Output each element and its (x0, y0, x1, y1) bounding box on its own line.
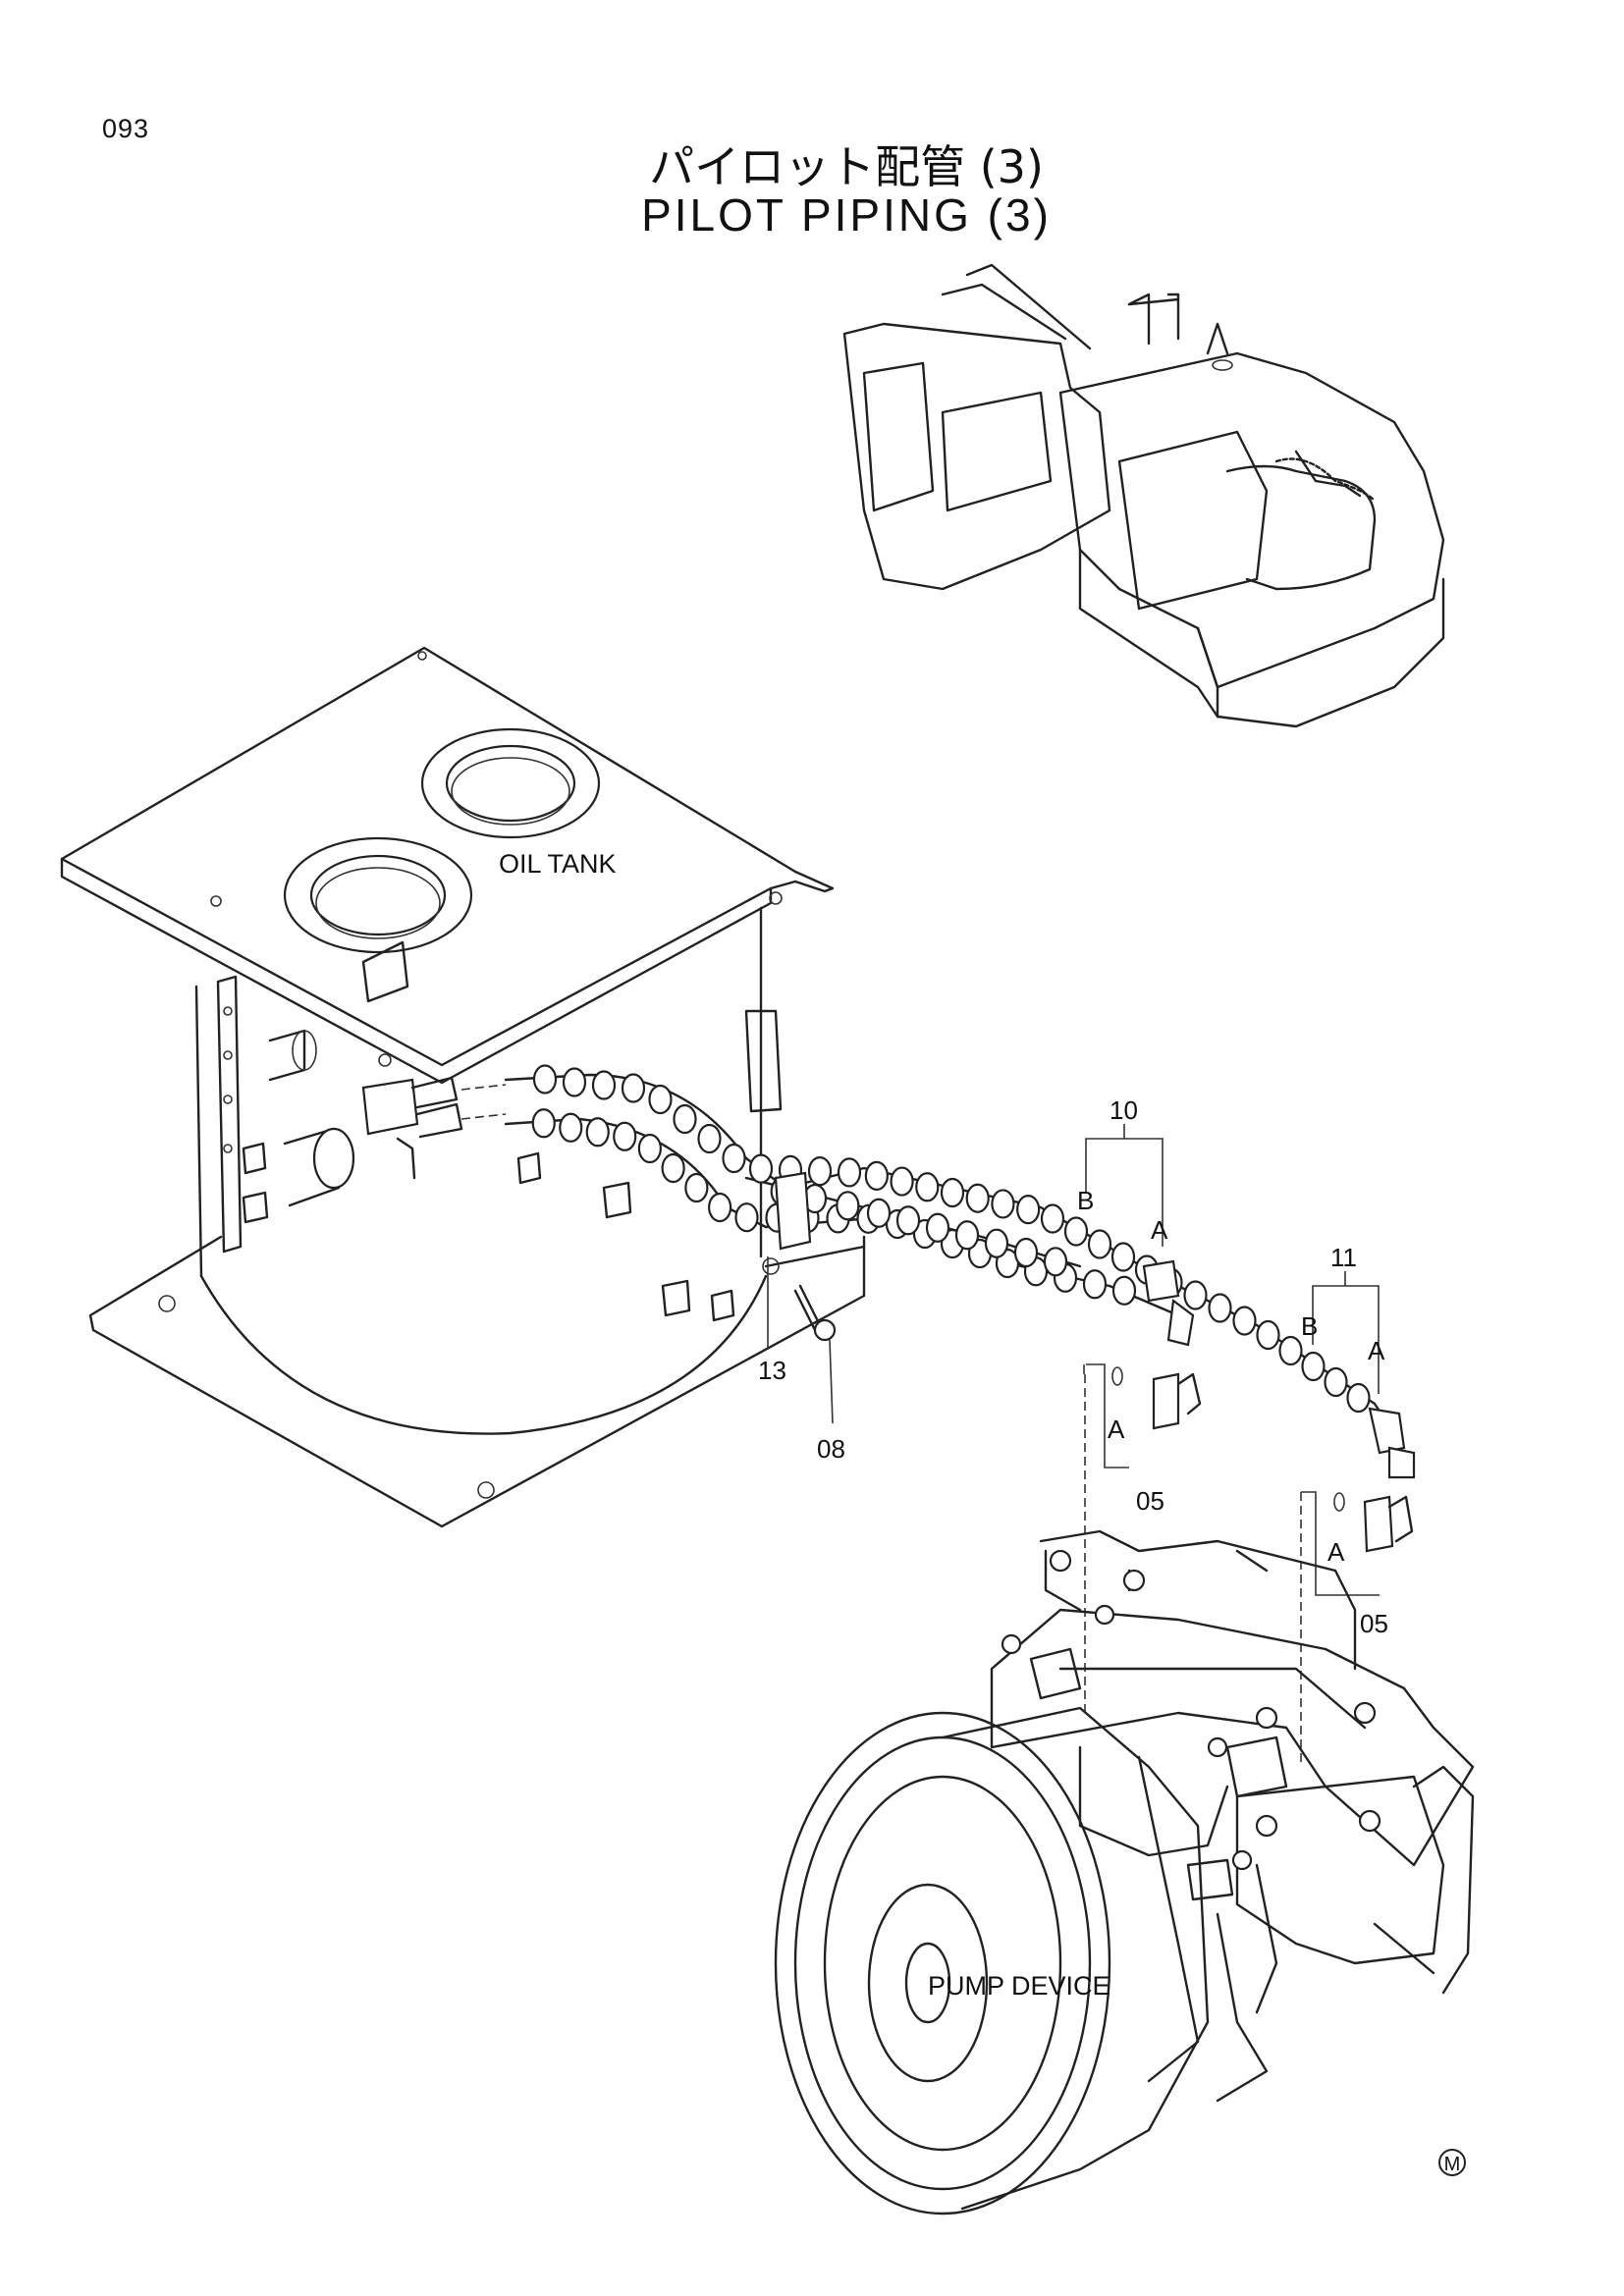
hose-protector-ring (836, 1191, 860, 1221)
hose-protector-ring (697, 1123, 722, 1154)
hose-protector-ring (1208, 1293, 1232, 1323)
hose-assembly (504, 1064, 1416, 1479)
callout-05a: 05 (1136, 1486, 1164, 1516)
hose-protector-ring (661, 1152, 685, 1184)
hose-protector-ring (807, 1156, 833, 1187)
page-number: 093 (102, 114, 150, 143)
hose-protector-ring (991, 1189, 1015, 1219)
hose-protector-ring (1183, 1280, 1208, 1310)
tank-fittings (361, 1076, 507, 1180)
m-mark: M (1438, 2149, 1466, 2176)
hose-protector-ring (890, 1166, 914, 1197)
callout-05a-a: A (1108, 1415, 1125, 1444)
hose-protector-ring (1256, 1319, 1280, 1351)
callout-11-a: A (1368, 1336, 1385, 1365)
hose-protector-ring (1040, 1203, 1065, 1234)
callout-11-b: B (1301, 1311, 1318, 1341)
callout-08: 08 (817, 1434, 845, 1464)
callout-05b-a: A (1327, 1537, 1345, 1567)
hose-protector-ring (1063, 1216, 1089, 1247)
hose-protector-ring (866, 1198, 892, 1228)
hose-protector-ring (954, 1220, 980, 1251)
hose-protector-ring (1013, 1237, 1039, 1268)
callout-10-b: B (1077, 1186, 1094, 1215)
hose-protector-ring (925, 1212, 950, 1243)
hose-protector-ring (965, 1183, 990, 1213)
hose-protector-ring (895, 1205, 921, 1236)
hose-protector-ring (1082, 1269, 1108, 1300)
hose-protector-ring (621, 1073, 646, 1103)
m-mark-letter: M (1444, 2154, 1461, 2175)
hose-protector-ring (1324, 1366, 1348, 1398)
hose-protector-ring (1301, 1351, 1326, 1382)
hose-protector-ring (562, 1067, 587, 1097)
hose-protector-ring (559, 1112, 583, 1143)
hose-protector-ring (708, 1192, 732, 1223)
hose-protector-ring (1346, 1382, 1371, 1414)
hose-protector-ring (613, 1121, 637, 1151)
hose-protector-ring (1043, 1247, 1068, 1277)
pump-device-label: PUMP DEVICE (928, 1971, 1110, 2001)
title-english: PILOT PIPING (3) (641, 189, 1052, 240)
oil-tank-label: OIL TANK (499, 849, 617, 879)
hose-protector-ring (864, 1160, 889, 1191)
hose-protector-ring (984, 1228, 1009, 1258)
pump-device: PUMP DEVICE (774, 1529, 1475, 2216)
hose-protector-ring (591, 1070, 617, 1100)
callout-lines (767, 1124, 1380, 1767)
hose-protector-ring (1111, 1275, 1137, 1306)
callout-10: 10 (1110, 1095, 1138, 1125)
callout-05b: 05 (1360, 1609, 1388, 1638)
hose-protector-ring (684, 1172, 709, 1203)
hose-protector-ring (673, 1103, 697, 1135)
hose-protector-ring (637, 1133, 662, 1164)
hose-protector-ring (734, 1202, 759, 1233)
hose-protector-ring (915, 1172, 940, 1202)
hose-protector-ring (940, 1177, 965, 1208)
callout-13: 13 (758, 1356, 786, 1385)
hose-protector-ring (531, 1108, 556, 1139)
hose-protector-ring (748, 1153, 774, 1184)
hose-protector-ring (648, 1084, 673, 1115)
callout-labels: 10 B A 11 B A A A 05 05 13 08 (758, 1095, 1388, 1638)
callout-11: 11 (1330, 1243, 1357, 1272)
hose-protector-ring (1016, 1195, 1041, 1225)
title-japanese: パイロット配管 (3) (649, 140, 1044, 193)
hose-protector-ring (1278, 1335, 1303, 1366)
hose-protector-ring (837, 1157, 862, 1188)
hose-protector-ring (722, 1143, 746, 1174)
hose-protector-ring (1232, 1306, 1257, 1336)
hose-protector-ring (1110, 1242, 1136, 1272)
excavator-overview (842, 263, 1445, 728)
oil-tank: OIL TANK (60, 646, 866, 1528)
hose-protector-ring (532, 1064, 558, 1095)
hose-protector-ring (585, 1117, 610, 1148)
hose-protector-ring (1087, 1229, 1112, 1259)
elbow-fittings (1111, 1366, 1414, 1553)
callout-10-a: A (1151, 1215, 1168, 1245)
